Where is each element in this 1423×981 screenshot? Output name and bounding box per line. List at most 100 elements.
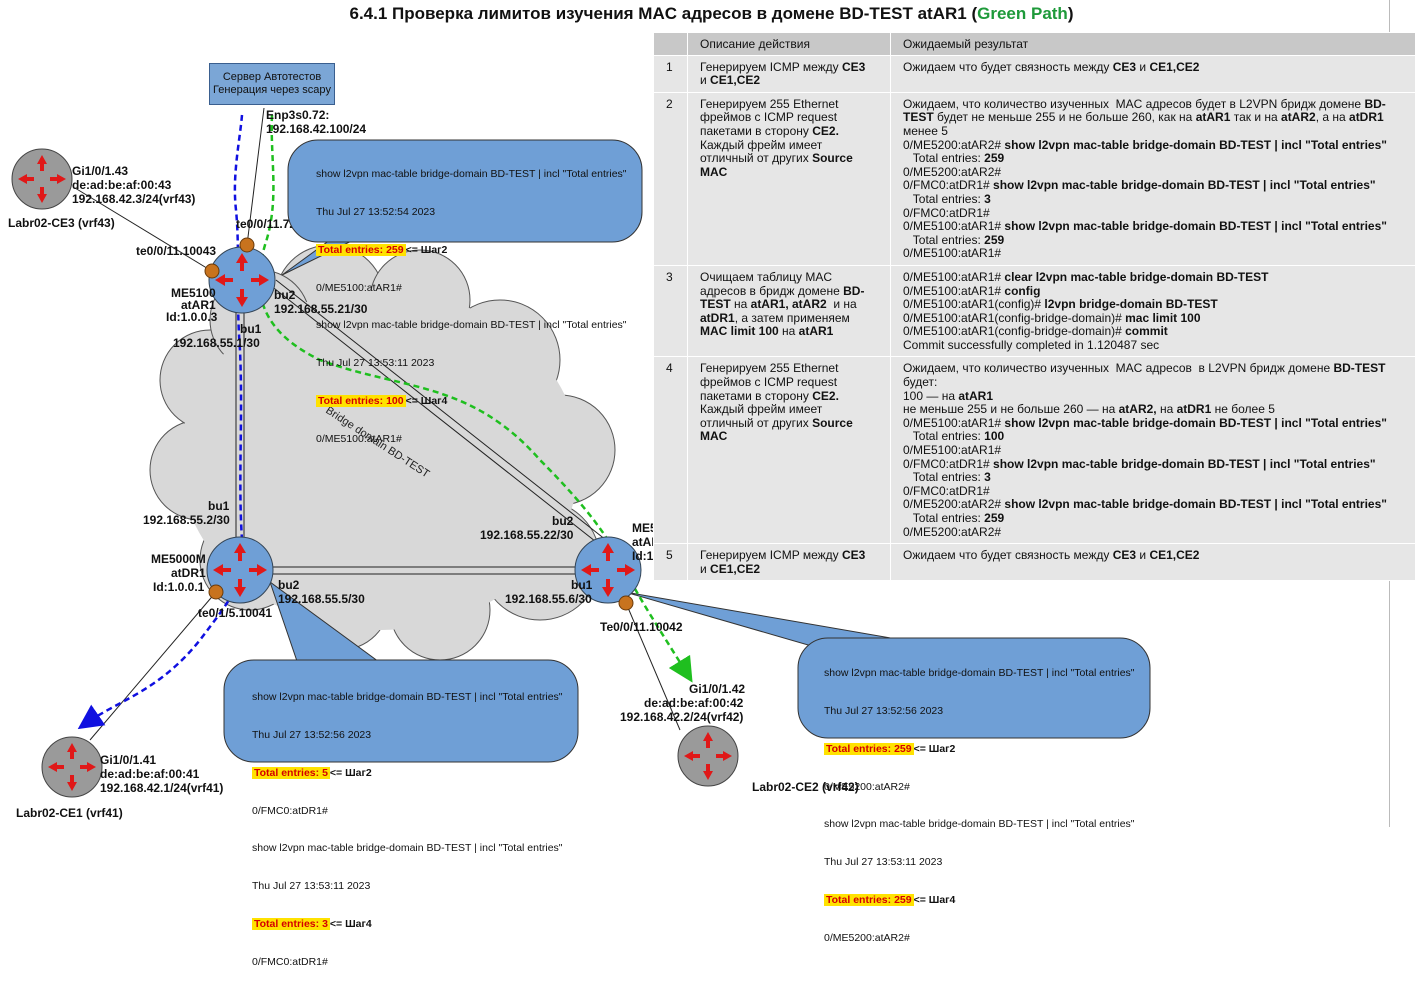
ar1-bu1-ip: 192.168.55.1/30 <box>173 336 260 350</box>
table-cell-line: 0/ME5200:atAR2# <box>903 524 1002 539</box>
table-header: Ожидаемый результат <box>890 32 1416 56</box>
enp-label: Enp3s0.72: <box>266 108 329 122</box>
table-cell-line: Ожидаем что будет связность между CE3 и … <box>903 59 1200 74</box>
ce1-name: Labr02-CE1 (vrf41) <box>16 806 123 820</box>
table-cell-line: Генерируем ICMP между CE3 <box>700 548 866 563</box>
callout-step: <= Шаг2 <box>913 742 956 755</box>
blue-path <box>77 114 245 730</box>
ce1-if: Gi1/0/1.41 <box>100 753 156 767</box>
ar2-bu1: bu1 <box>571 578 593 592</box>
callout-highlight: Total entries: 100 <box>316 394 406 407</box>
ar2-callout <box>797 637 1151 739</box>
table-cell-line: Total entries: 100 <box>903 429 1005 444</box>
table-cell-line: 0/FMC0:atDR1# <box>903 205 990 220</box>
port-ar1-srv <box>239 237 255 253</box>
port-dr1-ce1 <box>208 584 224 600</box>
table-cell-line: пакетами в сторону CE2. <box>700 388 839 403</box>
router-icon-ce2[interactable] <box>677 725 739 787</box>
table-cell-line: фреймов с ICMP request <box>700 110 838 125</box>
callout-highlight: Total entries: 259 <box>824 742 914 755</box>
router-icon-atAR1[interactable] <box>208 246 276 314</box>
callout-cmd: show l2vpn mac-table bridge-domain BD-TE… <box>316 319 627 332</box>
ce2-mac: de:ad:be:af:00:42 <box>644 696 744 710</box>
table-cell-line: Генерируем 255 Ethernet <box>700 361 839 376</box>
step-number: 4 <box>653 356 688 545</box>
step-number: 2 <box>653 91 688 266</box>
ce3-name: Labr02-CE3 (vrf43) <box>8 216 115 230</box>
table-cell-line: 0/ME5100:atAR1# clear l2vpn mac-table br… <box>903 269 1269 284</box>
table-cell-line: и CE1,CE2 <box>700 73 761 88</box>
table-cell-line: 0/ME5100:atAR1(config-bridge-domain)# ma… <box>903 310 1201 325</box>
callout-step: <= Шаг4 <box>405 394 448 407</box>
step-expected-result: Ожидаем, что количество изученных MAC ад… <box>890 356 1416 545</box>
table-cell-line: 100 — на atAR1 <box>903 388 994 403</box>
enp-ip: 192.168.42.100/24 <box>266 122 366 136</box>
dr1-callout <box>223 659 579 763</box>
table-cell-line: Каждый фрейм имеет <box>700 137 823 152</box>
table-cell-line: 0/ME5100:atAR1# show l2vpn mac-table bri… <box>903 219 1387 234</box>
callout-highlight: Total entries: 5 <box>252 766 330 779</box>
ce3-ip: 192.168.42.3/24(vrf43) <box>72 192 195 206</box>
table-cell-line: адресов в бридж домене BD- <box>700 283 865 298</box>
table-cell-line: Commit successfully completed in 1.12048… <box>903 337 1160 352</box>
bridge-domain-cloud <box>149 244 616 661</box>
table-cell-line: MAC <box>700 429 728 444</box>
table-header-row: Описание действия Ожидаемый результат <box>653 32 1416 56</box>
table-cell-line: фреймов с ICMP request <box>700 375 838 390</box>
ce1-ip: 192.168.42.1/24(vrf41) <box>100 781 223 795</box>
dr1-callout-text: show l2vpn mac-table bridge-domain BD-TE… <box>252 666 563 981</box>
callout-date: Thu Jul 27 13:53:11 2023 <box>316 357 435 370</box>
ar1-bu2-ip: 192.168.55.21/30 <box>274 302 368 316</box>
table-cell-line: 0/ME5100:atAR1(config-bridge-domain)# co… <box>903 324 1168 339</box>
ar2-bu2: bu2 <box>552 514 574 528</box>
table-cell-line: Total entries: 3 <box>903 191 991 206</box>
server-line2: Генерация через scapy <box>213 84 331 96</box>
table-cell-line: Генерируем ICMP между CE3 <box>700 59 866 74</box>
callout-cmd: show l2vpn mac-table bridge-domain BD-TE… <box>252 691 563 704</box>
table-cell-line: будет: <box>903 375 938 390</box>
table-cell-line: менее 5 <box>903 123 948 138</box>
callout-highlight: Total entries: 259 <box>824 893 914 906</box>
ar1-te-srv: te0/0/11.72 <box>236 217 296 231</box>
table-cell-line: 0/FMC0:atDR1# show l2vpn mac-table bridg… <box>903 456 1376 471</box>
dr1-bu2-ip: 192.168.55.5/30 <box>278 592 365 606</box>
router-icon-atAR2[interactable] <box>574 536 642 604</box>
callout-cmd: show l2vpn mac-table bridge-domain BD-TE… <box>824 818 1135 831</box>
table-header: Описание действия <box>687 32 891 56</box>
table-cell-line: отличный от других Source <box>700 151 853 166</box>
callout-date: Thu Jul 27 13:53:11 2023 <box>252 880 371 893</box>
router-icon-atDR1[interactable] <box>206 536 274 604</box>
ce1-mac: de:ad:be:af:00:41 <box>100 767 200 781</box>
ar1-id: Id:1.0.0.3 <box>166 310 218 324</box>
callout-step: <= Шаг4 <box>329 917 372 930</box>
callout-highlight: Total entries: 3 <box>252 917 330 930</box>
ce3-if: Gi1/0/1.43 <box>72 164 128 178</box>
network-diagram: Bridge domain BD-TEST Enp3s0.72: 192.168… <box>8 107 1151 820</box>
callout-cmd: show l2vpn mac-table bridge-domain BD-TE… <box>252 842 563 855</box>
callout-date: Thu Jul 27 13:53:11 2023 <box>824 856 943 869</box>
step-expected-result: Ожидаем, что количество изученных MAC ад… <box>890 91 1416 266</box>
callout-prompt: 0/ME5100:atAR1# <box>316 281 402 294</box>
dr1-bu1: bu1 <box>208 499 230 513</box>
ar2-callout-text: show l2vpn mac-table bridge-domain BD-TE… <box>824 642 1135 957</box>
ar1-callout-text: show l2vpn mac-table bridge-domain BD-TE… <box>316 143 627 458</box>
callout-prompt: 0/ME5100:atAR1# <box>316 432 402 445</box>
table-cell-line: TEST будет не меньше 255 и не больше 260… <box>903 110 1384 125</box>
server-line1: Сервер Автотестов <box>222 71 322 83</box>
table-cell-line: 0/ME5100:atAR1# config <box>903 283 1041 298</box>
page-title: 6.4.1 Проверка лимитов изучения MAC адре… <box>349 4 1074 23</box>
callout-prompt: 0/ME5200:atAR2# <box>824 780 910 793</box>
table-cell-line: 0/ME5200:atAR2# show l2vpn mac-table bri… <box>903 497 1387 512</box>
links <box>74 107 681 741</box>
router-icon-ce1[interactable] <box>41 736 103 798</box>
table-header <box>653 32 688 56</box>
router-icon-ce3[interactable] <box>11 148 73 210</box>
table-cell-line: MAC limit 100 на atAR1 <box>700 324 834 339</box>
